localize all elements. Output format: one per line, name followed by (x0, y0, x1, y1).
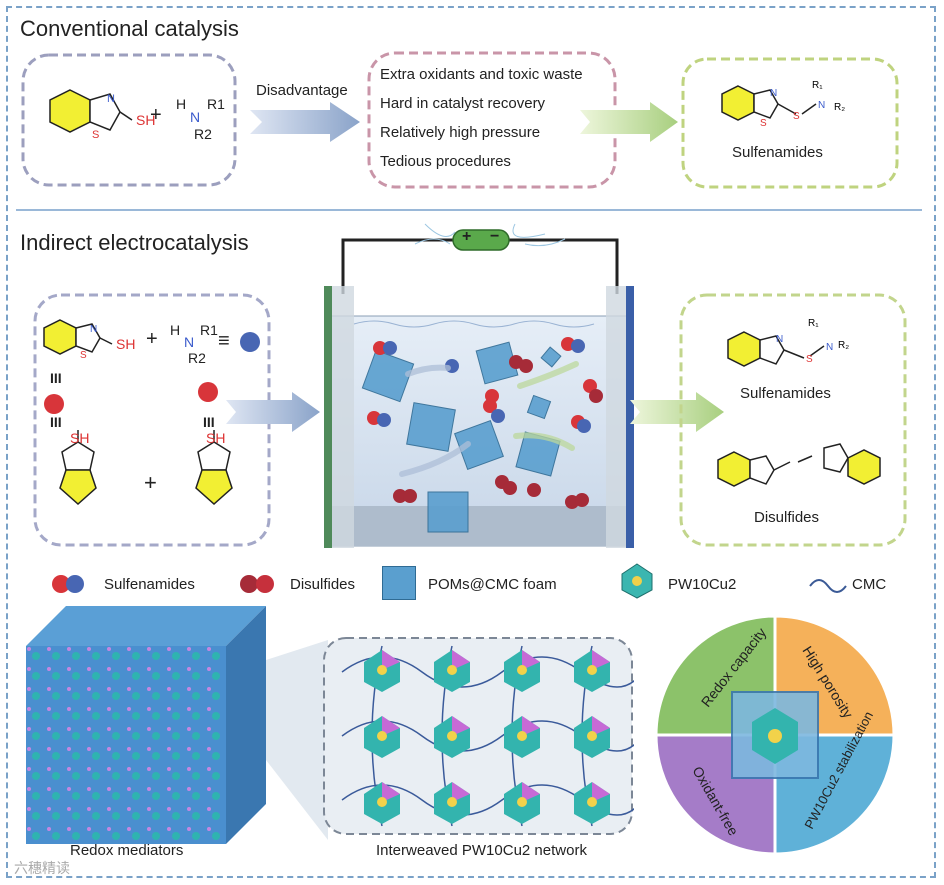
legend-sulfenamides: Sulfenamides (104, 576, 195, 593)
electrolysis-cell (320, 286, 640, 548)
legend-cluster-icon (618, 562, 656, 600)
product-box: N S S N R₁ R₂ (680, 56, 902, 192)
amine-n: N (184, 334, 194, 350)
legend-cmc: CMC (852, 576, 886, 593)
circuit (325, 214, 635, 294)
product-arrow (580, 102, 680, 142)
amine-r1: R1 (207, 96, 225, 112)
amine-n: N (190, 109, 200, 125)
svg-text:N: N (776, 334, 783, 345)
legend-disulfides: Disulfides (290, 576, 355, 593)
watermark: 六穗精读 (14, 858, 70, 878)
disadvantage-label: Disadvantage (256, 82, 348, 99)
svg-text:N: N (90, 324, 97, 335)
svg-text:N: N (818, 100, 825, 111)
disadvantage-arrow (250, 102, 362, 142)
legend-cmc-icon (808, 574, 848, 594)
disadvantage-item: Extra oxidants and toxic waste (380, 60, 583, 89)
battery-plus: + (462, 228, 471, 246)
identity-sign: ≡ (218, 330, 230, 353)
property-pie: Redox capacity High porosity Oxidant-fre… (652, 612, 898, 858)
amine-r1: R1 (200, 322, 218, 338)
zoom-wedge (266, 640, 328, 840)
svg-text:R₂: R₂ (834, 102, 845, 113)
redox-cube (26, 606, 266, 846)
battery-minus: − (490, 228, 499, 246)
redox-mediators-label: Redox mediators (70, 842, 183, 859)
svg-text:R₁: R₁ (812, 80, 823, 91)
disadvantage-item: Hard in catalyst recovery (380, 89, 583, 118)
product-disulfides: Disulfides (754, 509, 819, 526)
svg-text:S: S (80, 350, 87, 361)
legend-foam: POMs@CMC foam (428, 576, 557, 593)
legend-foam-cube (382, 566, 416, 600)
electrocatalysis-title: Indirect electrocatalysis (20, 230, 249, 256)
sh-label: SH (206, 430, 225, 446)
triple-bond: III (50, 370, 62, 386)
into-cell-arrow (226, 392, 322, 432)
reactant-box: N S (20, 52, 240, 190)
svg-text:S: S (760, 118, 767, 129)
plus-sign: + (146, 328, 158, 351)
svg-text:N: N (107, 93, 115, 105)
svg-text:N: N (770, 88, 777, 99)
svg-text:S: S (793, 111, 800, 122)
amine-r2: R2 (194, 126, 212, 142)
amine-ball (240, 332, 260, 352)
svg-text:S: S (92, 129, 99, 141)
svg-text:R₁: R₁ (808, 318, 819, 329)
legend-blue-ball (66, 575, 84, 593)
legend-red-ball (256, 575, 274, 593)
sh-label: SH (70, 430, 89, 446)
network-box (322, 636, 634, 836)
amine-h: H (170, 322, 180, 338)
section-divider (16, 209, 922, 211)
amine-r2: R2 (188, 350, 206, 366)
legend-pw10cu2: PW10Cu2 (668, 576, 736, 593)
product-label: Sulfenamides (732, 144, 823, 161)
svg-text:N: N (826, 342, 833, 353)
network-label: Interweaved PW10Cu2 network (376, 842, 587, 859)
svg-text:R₂: R₂ (838, 340, 849, 351)
amine-h: H (176, 96, 186, 112)
disadvantage-list: Extra oxidants and toxic waste Hard in c… (380, 60, 583, 176)
product-sulfenamides: Sulfenamides (740, 385, 831, 402)
left-sh: SH (116, 336, 135, 352)
conventional-title: Conventional catalysis (20, 16, 239, 42)
disadvantage-item: Relatively high pressure (380, 118, 583, 147)
disadvantage-item: Tedious procedures (380, 147, 583, 176)
svg-text:S: S (806, 354, 813, 365)
triple-bond: III (50, 414, 62, 430)
triple-bond: III (203, 414, 215, 430)
plus-sign: + (144, 470, 157, 496)
plus-sign: + (150, 104, 162, 127)
